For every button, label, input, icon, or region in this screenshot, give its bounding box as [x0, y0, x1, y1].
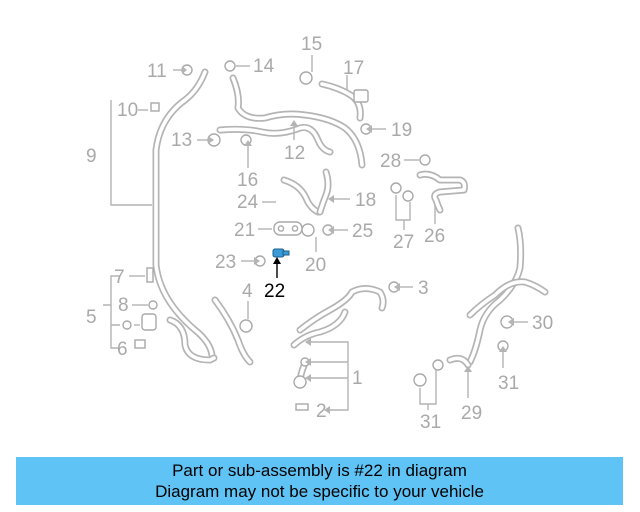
- label-15: 15: [301, 34, 322, 55]
- label-13: 13: [171, 130, 192, 151]
- pipe-assembly-center: [290, 285, 387, 384]
- banner-line-2: Diagram may not be specific to your vehi…: [155, 482, 484, 501]
- label-22: 22: [264, 281, 285, 302]
- hose-lower-left: [166, 296, 254, 366]
- label-6: 6: [117, 339, 128, 360]
- parts-diagram: 15 11 14 17 10 9 19 13 12 16 28 18 24 21…: [86, 34, 553, 433]
- label-23: 23: [215, 252, 236, 273]
- label-25: 25: [352, 221, 373, 242]
- label-31-right: 31: [498, 373, 519, 394]
- pipe-26: [416, 170, 468, 214]
- label-28: 28: [380, 151, 401, 172]
- label-17: 17: [343, 58, 364, 79]
- label-4: 4: [242, 281, 253, 302]
- hose-long-left: [152, 68, 216, 359]
- hose-top-12: [216, 74, 366, 169]
- label-27: 27: [393, 232, 414, 253]
- label-3: 3: [418, 278, 429, 299]
- label-20: 20: [305, 255, 326, 276]
- hoses-24-18: [280, 168, 332, 216]
- label-24: 24: [237, 192, 259, 213]
- label-21: 21: [234, 220, 255, 241]
- label-5: 5: [86, 307, 97, 328]
- label-7: 7: [114, 267, 125, 288]
- pipe-17: [318, 80, 369, 122]
- label-18: 18: [355, 190, 376, 211]
- label-10: 10: [117, 100, 138, 121]
- banner-line-1: Part or sub-assembly is #22 in diagram: [172, 461, 467, 480]
- label-29: 29: [461, 403, 482, 424]
- label-2: 2: [316, 401, 327, 422]
- label-9: 9: [86, 146, 97, 167]
- gasket-21: [273, 221, 303, 236]
- arrowheads: [182, 66, 514, 414]
- label-30: 30: [532, 313, 553, 334]
- label-31-bottom: 31: [420, 412, 441, 433]
- leader-lines: [103, 55, 528, 411]
- label-16: 16: [237, 170, 258, 191]
- label-8: 8: [118, 295, 129, 316]
- label-1: 1: [352, 368, 363, 389]
- part-22-bolt-highlighted[interactable]: [272, 248, 290, 278]
- info-banner: Part or sub-assembly is #22 in diagram D…: [16, 457, 623, 505]
- label-14: 14: [253, 56, 275, 77]
- pipe-29: [446, 224, 549, 369]
- label-26: 26: [424, 226, 445, 247]
- label-11: 11: [147, 61, 167, 82]
- label-19: 19: [391, 120, 412, 141]
- label-12: 12: [284, 143, 305, 164]
